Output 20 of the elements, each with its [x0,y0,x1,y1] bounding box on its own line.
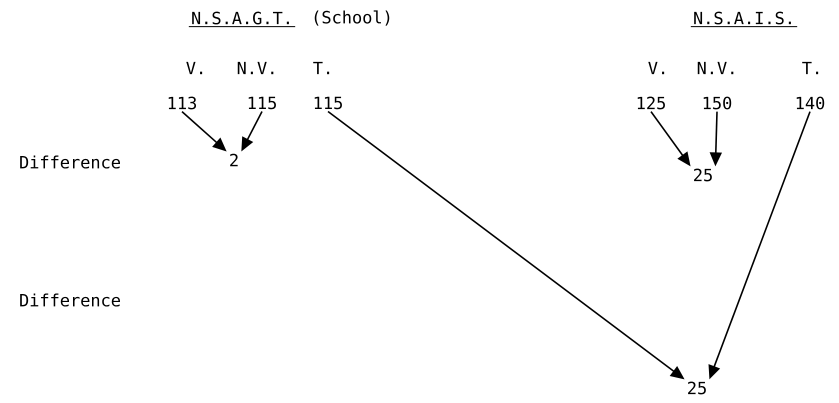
number: 115 [314,96,342,110]
number: 25 [688,382,706,394]
text: Difference [20,155,120,169]
number: 125 [638,96,665,110]
text: N.V. [698,62,734,74]
text: (School) [314,10,390,26]
number: 2 [230,154,238,166]
underlined-heading: N.S.A.G.T. [188,12,296,28]
number: 113 [168,96,196,110]
underlined-heading: N.S.A.I.S. [690,12,798,28]
number: 140 [796,96,824,110]
text: V. [186,62,202,74]
number: 25 [694,168,712,182]
number: 115 [248,96,276,110]
text: T. [313,62,330,74]
text: V. [648,62,664,74]
number: 150 [704,96,732,110]
text: T. [802,62,818,74]
text: Difference [20,293,120,307]
text: N.V. [238,62,274,74]
